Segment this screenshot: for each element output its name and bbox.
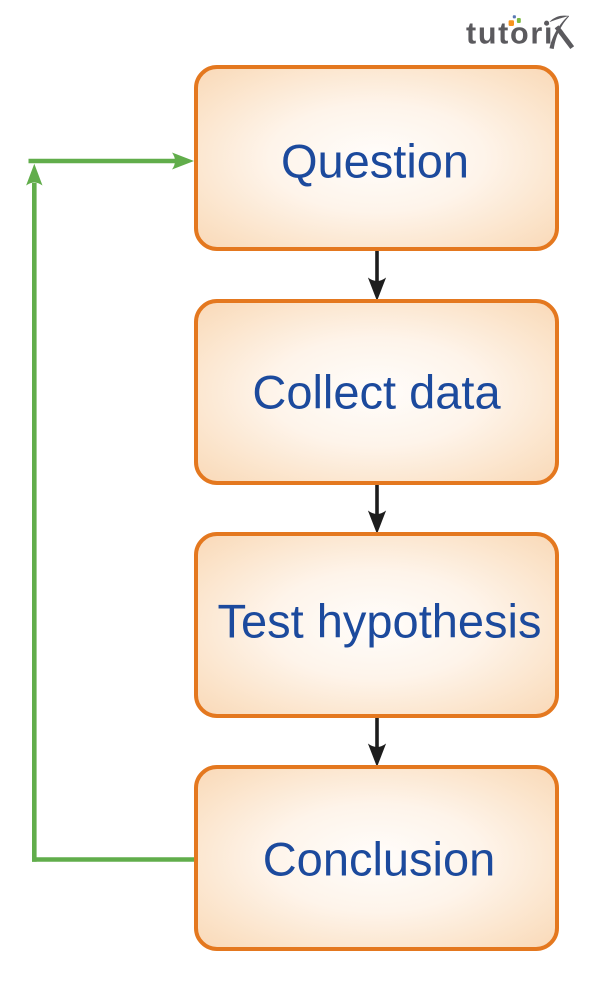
svg-text:Conclusion: Conclusion [263,833,496,886]
svg-text:Question: Question [281,135,469,188]
svg-text:Test hypothesis: Test hypothesis [218,595,542,648]
svg-text:Collect data: Collect data [252,366,501,419]
